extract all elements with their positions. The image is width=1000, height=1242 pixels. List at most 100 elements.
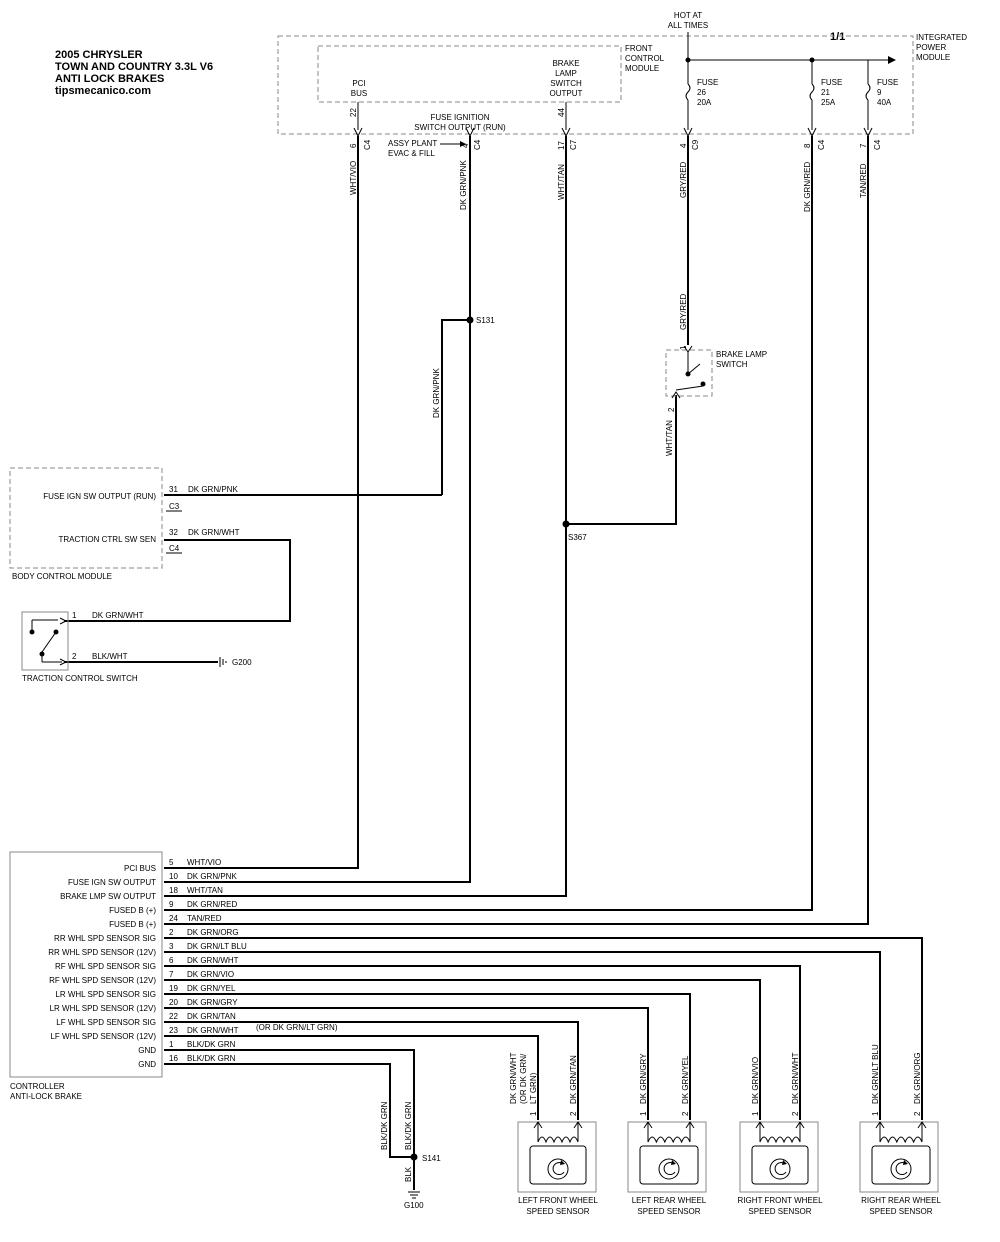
controller-row-label: RF WHL SPD SENSOR SIG: [55, 962, 156, 971]
sensor-rotor-icon: [658, 1158, 680, 1180]
brake-out-label-4: OUTPUT: [550, 89, 583, 98]
sensor-text: SPEED SENSOR: [526, 1207, 589, 1216]
sensor-coil-icon: [759, 1136, 801, 1144]
traction-switch-name: TRACTION CONTROL SWITCH: [22, 674, 138, 683]
svg-text:WHT/VIO: WHT/VIO: [349, 161, 358, 195]
controller-row-wire: TAN/RED: [187, 914, 222, 923]
svg-text:1: 1: [679, 345, 688, 350]
ipm-connector-labels: 6 C4 4 C4 17 C7 4 C9 8 C4 7 C4: [349, 139, 882, 150]
g200-label: G200: [232, 658, 252, 667]
wire-rf-12v: [164, 979, 761, 1120]
svg-text:BLK: BLK: [404, 1166, 413, 1182]
sensor-text: SPEED SENSOR: [637, 1207, 700, 1216]
svg-text:C4: C4: [363, 139, 372, 150]
controller-row-wire: DK GRN/GRY: [187, 998, 238, 1007]
svg-text:C4: C4: [817, 139, 826, 150]
assy-plant-label-1: ASSY PLANT: [388, 139, 437, 148]
sensor-rotor-icon: [769, 1158, 791, 1180]
controller-row-label: RR WHL SPD SENSOR SIG: [54, 934, 156, 943]
title-line-3: ANTI LOCK BRAKES: [55, 73, 164, 85]
svg-text:FUSE: FUSE: [697, 78, 718, 87]
integrated-power-module-box: [277, 35, 914, 135]
fcm-label-1: FRONT: [625, 44, 653, 53]
svg-text:31: 31: [169, 485, 178, 494]
traction-switch-icon: [29, 617, 68, 666]
wire-dk-grn-pnk: [164, 136, 471, 883]
controller-row-pin: 3: [169, 942, 174, 951]
svg-text:DK GRN/PNK: DK GRN/PNK: [188, 485, 238, 494]
controller-row-wire: DK GRN/TAN: [187, 1012, 236, 1021]
fcm-label-3: MODULE: [625, 64, 659, 73]
svg-text:C3: C3: [169, 502, 180, 511]
sensor-text: DK GRN/LT BLU: [871, 1044, 880, 1104]
controller-row-label: RF WHL SPD SENSOR (12V): [49, 976, 156, 985]
sensor-text: 1: [871, 1111, 880, 1116]
controller-row-wire: DK GRN/WHT: [187, 1026, 239, 1035]
controller-row-wire: DK GRN/LT BLU: [187, 942, 247, 951]
controller-row-wire: DK GRN/YEL: [187, 984, 236, 993]
brake-switch-icon: [671, 345, 706, 399]
svg-text:20A: 20A: [697, 98, 712, 107]
sensor-coil-icon: [537, 1136, 579, 1144]
brake-lamp-switch-box: [665, 349, 713, 397]
controller-row-pin: 5: [169, 858, 174, 867]
wire-dk-grn-wht-traction: [64, 539, 291, 622]
sensor-coil-icon: [647, 1136, 691, 1144]
brake-switch-label-2: SWITCH: [716, 360, 748, 369]
controller-row-label: GND: [138, 1060, 156, 1069]
ground-g200-icon: [219, 657, 227, 667]
ipm-label-1: INTEGRATED: [916, 33, 967, 42]
sensor-text: LT GRN): [529, 1072, 538, 1104]
svg-text:C4: C4: [873, 139, 882, 150]
svg-text:26: 26: [697, 88, 706, 97]
ground-g100-icon: [408, 1191, 420, 1199]
controller-row-wire: BLK/DK GRN: [187, 1054, 236, 1063]
sensor-text: 2: [913, 1111, 922, 1116]
sensor-text: 2: [681, 1111, 690, 1116]
s367-label: S367: [568, 533, 587, 542]
brake-out-label-3: SWITCH: [550, 79, 582, 88]
svg-text:9: 9: [877, 88, 882, 97]
wire-gnd-16: [164, 1063, 414, 1158]
source-site: tipsmecanico.com: [55, 85, 151, 97]
svg-text:C7: C7: [569, 139, 578, 150]
sensor-text: DK GRN/ORG: [913, 1052, 922, 1104]
or-note: (OR DK GRN/LT GRN): [256, 1023, 338, 1032]
wire-lr-sig: [164, 993, 691, 1120]
controller-row-pin: 6: [169, 956, 174, 965]
body-control-module-box: [9, 467, 163, 569]
fuse-9: FUSE 9 40A: [865, 70, 898, 130]
wire-lr-12v: [164, 1007, 649, 1120]
controller-row-label: LR WHL SPD SENSOR SIG: [55, 990, 156, 999]
wire-dk-grn-red: [164, 136, 813, 911]
svg-text:40A: 40A: [877, 98, 892, 107]
ipm-label-2: POWER: [916, 43, 946, 52]
svg-text:BLK/DK GRN: BLK/DK GRN: [404, 1101, 413, 1150]
svg-text:DK GRN/WHT: DK GRN/WHT: [188, 528, 240, 537]
svg-text:DK GRN/PNK: DK GRN/PNK: [432, 368, 441, 418]
s131-label: S131: [476, 316, 495, 325]
controller-row-wire: DK GRN/WHT: [187, 956, 239, 965]
controller-row-pin: 7: [169, 970, 174, 979]
sensor-text: DK GRN/VIO: [751, 1057, 760, 1104]
wire-rf-sig: [164, 965, 801, 1120]
sensor-text: LEFT FRONT WHEEL: [518, 1196, 598, 1205]
controller-row-wire: WHT/TAN: [187, 886, 223, 895]
fcm-label-2: CONTROL: [625, 54, 665, 63]
sensor-text: DK GRN/TAN: [569, 1055, 578, 1104]
fuse-26-icon: [685, 83, 691, 101]
sensor-text: LEFT REAR WHEEL: [632, 1196, 707, 1205]
